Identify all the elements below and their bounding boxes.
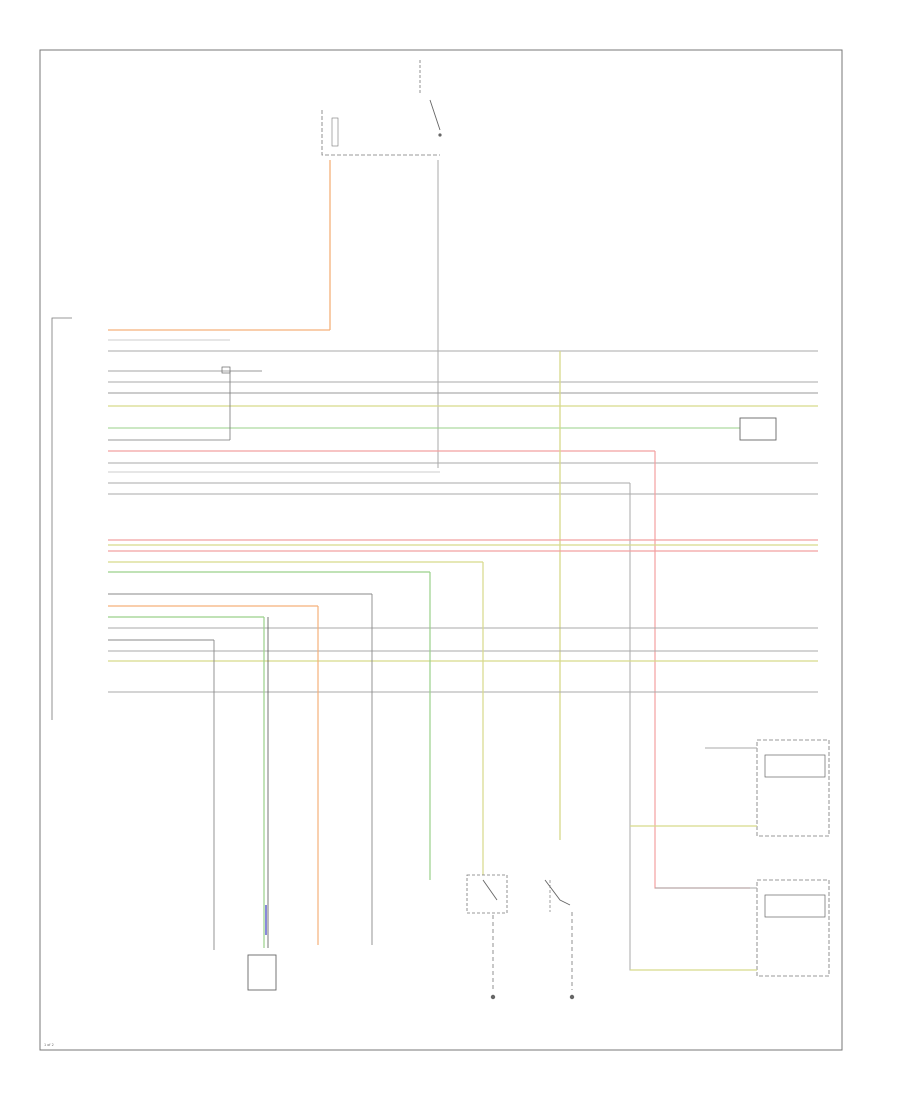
upper-harness [108,329,818,495]
lower-harness [108,539,818,693]
fuse-block-top [321,110,440,156]
component-box-bottom-left [247,954,277,991]
ignition-switch-top [419,60,442,137]
wire-red-vert [654,451,750,889]
wire-gray-vert [629,483,750,971]
relay-box-right [739,417,777,441]
switch-bottom-1 [466,874,508,914]
switch-bottom-2 [544,879,571,912]
ground-2 [569,994,575,1000]
splice-connector [221,366,231,374]
module-right-upper [756,739,830,837]
vertical-drops [213,562,484,950]
ground-1 [490,994,496,1000]
module-bracket [51,317,72,720]
module-right-lower [756,879,830,977]
page-number: 1 of 2 [44,1043,54,1047]
diagram-frame [39,49,843,1051]
